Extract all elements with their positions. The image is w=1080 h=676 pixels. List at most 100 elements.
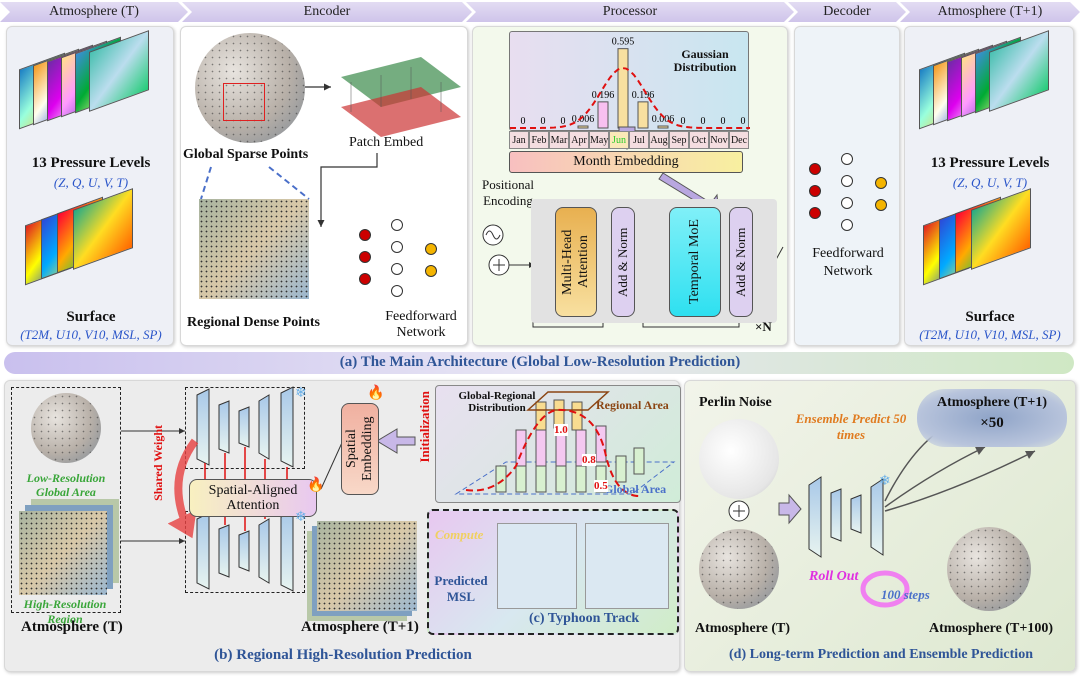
stage-processor: Processor (466, 2, 794, 22)
caption-d: (d) Long-term Prediction and Ensemble Pr… (729, 647, 1033, 662)
high-res-maps (19, 511, 107, 595)
global-area-label: Global Area (604, 482, 667, 496)
rollout-label: Roll Out (809, 569, 859, 584)
month-jul: Jul (629, 131, 649, 149)
longterm-final-label: Atmosphere (T+100) (929, 621, 1053, 636)
decoder-ffn-label: Feedforward Network (812, 246, 884, 279)
input-panel: 13 Pressure Levels (Z, Q, U, V, T) Surfa… (6, 26, 174, 346)
typhoon-map-1 (497, 523, 577, 609)
weight-bar-jul (637, 101, 649, 129)
level-1: 1.0 (554, 424, 568, 436)
output-panel: 13 Pressure Levels (Z, Q, U, V, T) Surfa… (904, 26, 1074, 346)
compute-label: Compute (435, 527, 484, 542)
regional-dense-map (199, 199, 309, 299)
add-norm-block-2: Add & Norm (729, 207, 753, 317)
surface-title: Surface (66, 309, 116, 325)
add-norm-block-1: Add & Norm (611, 207, 635, 317)
weight-label-mar: 0 (561, 116, 566, 127)
global-sparse-label: Global Sparse Points (183, 147, 309, 162)
global-globe (195, 33, 305, 143)
positional-encoding-label: Positional Encoding (481, 177, 534, 208)
high-res-label: High-Resolution Region (23, 597, 107, 626)
repeat-n-label: ×N (755, 319, 772, 334)
spatial-aligned-attention: Spatial-Aligned Attention (189, 479, 317, 517)
fire-icon-2: 🔥 (367, 386, 385, 401)
caption-b: (b) Regional High-Resolution Prediction (214, 647, 472, 663)
stage-decoder: Decoder (788, 2, 906, 22)
fire-icon: 🔥 (307, 478, 325, 493)
output-pressure-title: 13 Pressure Levels (930, 155, 1050, 171)
weight-label-feb: 0 (541, 116, 546, 127)
patch-embed-label: Patch Embed (349, 135, 424, 150)
longterm-panel: Perlin Noise ❄ Ensemble Predict 50 times… (684, 380, 1076, 672)
ensemble-label: Ensemble Predict 50 times (795, 411, 907, 442)
month-jan: Jan (509, 131, 529, 149)
month-sep: Sep (669, 131, 689, 149)
ensemble-cloud (917, 389, 1067, 447)
steps-label: 100 steps (881, 587, 930, 602)
perlin-noise-globe (699, 419, 779, 499)
output-surface-title: Surface (965, 309, 1015, 325)
regional-input-label: Atmosphere (T) (21, 619, 123, 635)
weight-label-dec: 0 (741, 116, 746, 127)
longterm-input-globe (699, 529, 779, 609)
weight-bar-may (597, 101, 609, 129)
distribution-title: Global-Regional Distribution (458, 390, 536, 414)
month-nov: Nov (709, 131, 729, 149)
month-oct: Oct (689, 131, 709, 149)
month-aug: Aug (649, 131, 669, 149)
output-surface-vars: (T2M, U10, V10, MSL, SP) (919, 327, 1061, 342)
weight-label-oct: 0 (701, 116, 706, 127)
month-mar: Mar (549, 131, 569, 149)
ensemble-output-label: Atmosphere (T+1) (937, 395, 1047, 410)
longterm-output-globe (947, 527, 1031, 611)
caption-a-bar (4, 352, 1074, 374)
stage-encoder: Encoder (182, 2, 472, 22)
regional-output-label: Atmosphere (T+1) (301, 619, 419, 635)
stage-output: Atmosphere (T+1) (900, 2, 1080, 22)
output-pressure-vars: (Z, Q, U, V, T) (952, 175, 1028, 190)
level-3: 0.5 (594, 480, 608, 492)
perlin-label: Perlin Noise (699, 395, 772, 410)
regional-input-box (11, 387, 121, 613)
month-feb: Feb (529, 131, 549, 149)
month-dec: Dec (729, 131, 749, 149)
frozen-icon-2: ❄ (295, 510, 307, 525)
weight-label-sep: 0 (681, 116, 686, 127)
weight-label-jan: 0 (521, 116, 526, 127)
output-pressure-maps (919, 30, 1059, 161)
decoder-panel: Feedforward Network (794, 26, 900, 346)
month-jun: Jun (609, 131, 629, 149)
low-res-globe (31, 393, 101, 463)
shared-weight-label: Shared Weight (151, 425, 165, 501)
ensemble-times: ×50 (980, 415, 1004, 431)
distribution-graphic (454, 391, 676, 498)
weight-label-aug: 0.006 (652, 114, 675, 125)
pressure-title: 13 Pressure Levels (31, 155, 151, 171)
month-may: May (589, 131, 609, 149)
typhoon-box: Compute Predicted MSL (c) Typhoon Track (427, 509, 679, 635)
encoder-panel: Global Sparse Points Patch Embed Regiona… (180, 26, 468, 346)
weight-bar-aug (657, 125, 669, 129)
weight-bar-apr (577, 125, 589, 129)
multi-head-attention-block: Multi-Head Attention (555, 207, 597, 317)
weight-label-jul: 0.196 (632, 90, 655, 101)
region-box (223, 83, 265, 121)
longterm-input-label: Atmosphere (T) (695, 621, 791, 636)
encoder-connectors (200, 57, 461, 227)
regional-panel: Low-Resolution Global Area High-Resoluti… (4, 380, 681, 672)
decoder-ffn-graphic (801, 147, 896, 237)
surface-maps (25, 188, 165, 299)
distribution-box: Global-Regional Distribution Regional Ar… (435, 385, 681, 503)
output-surface-maps (923, 188, 1063, 299)
gaussian-curve (510, 67, 750, 129)
weight-label-may: 0.196 (592, 90, 615, 101)
pressure-level-maps (19, 30, 159, 161)
weight-label-nov: 0 (721, 116, 726, 127)
pressure-vars: (Z, Q, U, V, T) (53, 175, 129, 190)
spatial-embedding-block: Spatial Embedding (341, 403, 379, 495)
low-res-label: Low-Resolution Global Area (26, 471, 106, 499)
gaussian-title: Gaussian Distribution (673, 47, 737, 74)
